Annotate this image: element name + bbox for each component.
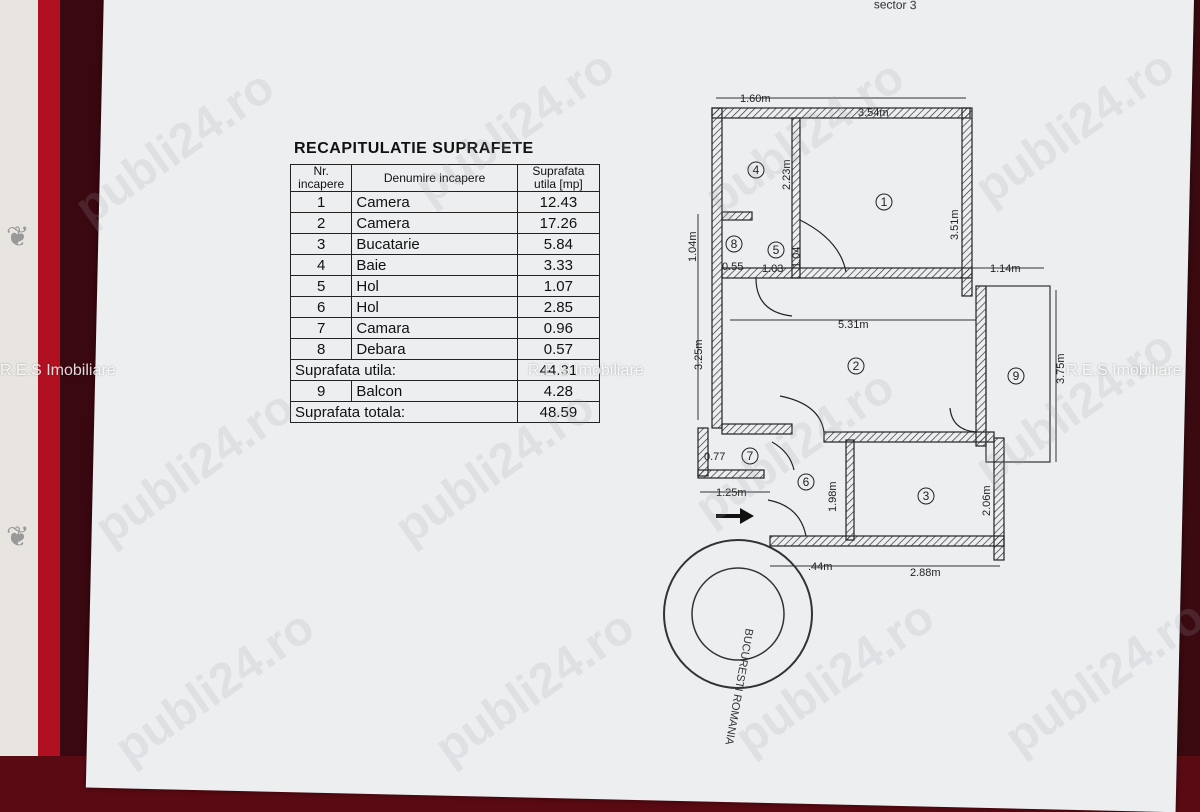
room-markers: 1 2 3 4 5 6 7 8 9 — [725, 161, 1025, 505]
wall — [975, 285, 987, 447]
wall — [697, 469, 765, 479]
entrance-arrow-icon — [716, 508, 754, 524]
room-number: 4 — [753, 163, 760, 177]
ornament-icon: ❦ — [6, 521, 30, 552]
table-header-row: Nr. incapere Denumire incapere Suprafata… — [289, 164, 601, 192]
dimension-label: 3.75m — [1055, 353, 1067, 384]
dimension-label: .44m — [808, 561, 832, 573]
doors — [755, 219, 977, 537]
door-arc — [799, 219, 847, 273]
balcony-outline — [985, 285, 1051, 463]
floor-plan: 1.60m 3.54m 2.23m 3.51m 1.04m 1.04 0.55 … — [663, 93, 1067, 746]
dimension-label: 2.06m — [981, 485, 993, 516]
dimension-label: 0.77 — [704, 451, 725, 463]
dimension-label: 1.25m — [716, 487, 747, 499]
header-nr: Nr. incapere — [289, 164, 353, 192]
total-area-row: Suprafata totala:48.59 — [290, 401, 601, 423]
res-watermark: R.E.S Imobiliare — [0, 362, 116, 379]
door-arc — [755, 277, 793, 317]
door-arc — [779, 395, 825, 433]
dimension-label: 0.55 — [722, 261, 743, 273]
door-arc — [767, 499, 807, 537]
dimension-label: 3.54m — [858, 107, 889, 119]
cell-area: 2.85 — [516, 296, 601, 318]
dimension-label: 1.60m — [740, 93, 771, 105]
header-area: Suprafata utila [mp] — [516, 164, 601, 192]
dimension-label: 1.98m — [827, 481, 839, 512]
wall — [961, 107, 973, 297]
room-number: 3 — [923, 489, 930, 503]
cell-area: 12.43 — [516, 191, 601, 213]
wall — [721, 211, 753, 221]
cell-area: 4.28 — [516, 380, 601, 402]
cell-name: Baie — [351, 254, 518, 276]
wall — [845, 439, 855, 541]
room-number: 8 — [731, 237, 738, 251]
dimension-label: 2.88m — [910, 567, 941, 579]
cell-area: 3.33 — [516, 254, 601, 276]
useful-area-row: Suprafata utila:44.31 — [290, 359, 601, 381]
cell-nr: 3 — [289, 233, 353, 255]
wall — [769, 535, 1005, 547]
cell-name: Debara — [351, 338, 518, 360]
door-arc — [771, 441, 795, 471]
cell-name: Camera — [351, 212, 518, 234]
area-summary-table: Nr. incapere Denumire incapere Suprafata… — [289, 164, 601, 423]
header-name: Denumire incapere — [351, 164, 518, 192]
room-number: 2 — [853, 359, 860, 373]
total-area-value: 48.59 — [516, 401, 601, 423]
door-arc — [949, 407, 977, 433]
ornament-icon: ❦ — [6, 221, 30, 252]
room-number: 7 — [747, 449, 754, 463]
res-watermark: R.E.S Imobiliare — [528, 362, 644, 379]
dimension-labels: 1.60m 3.54m 2.23m 3.51m 1.04m 1.04 0.55 … — [687, 93, 1067, 579]
cell-area: 0.57 — [516, 338, 601, 360]
walls — [697, 107, 1005, 561]
dimension-label: 1.04m — [687, 231, 699, 262]
wall — [993, 437, 1005, 561]
dimension-label: 5.31m — [838, 319, 869, 331]
wall — [711, 107, 723, 429]
wall — [721, 423, 793, 435]
dimension-label: 1.14m — [990, 263, 1021, 275]
dimension-label: 3.25m — [693, 339, 705, 370]
dimension-lines — [697, 97, 1057, 567]
dimension-label: 2.23m — [781, 159, 793, 190]
dimension-label: 3.51m — [949, 209, 961, 240]
cell-name: Camera — [351, 191, 518, 213]
dimension-label: 1.03 — [762, 263, 783, 275]
table-title: RECAPITULATIE SUPRAFETE — [294, 140, 534, 157]
cell-name: Bucatarie — [351, 233, 518, 255]
room-number: 1 — [881, 195, 888, 209]
wall — [721, 267, 973, 279]
room-number: 6 — [803, 475, 810, 489]
dimension-label: 1.04 — [791, 247, 803, 268]
cell-name: Hol — [351, 296, 518, 318]
total-area-label: Suprafata totala: — [290, 401, 518, 423]
room-number: 5 — [773, 243, 780, 257]
room-number: 9 — [1013, 369, 1020, 383]
res-watermark: R.E.S Imobiliare — [1066, 362, 1182, 379]
wall — [823, 431, 995, 443]
area-summary-table-block: RECAPITULATIE SUPRAFETE Nr. incapere Den… — [289, 140, 610, 423]
